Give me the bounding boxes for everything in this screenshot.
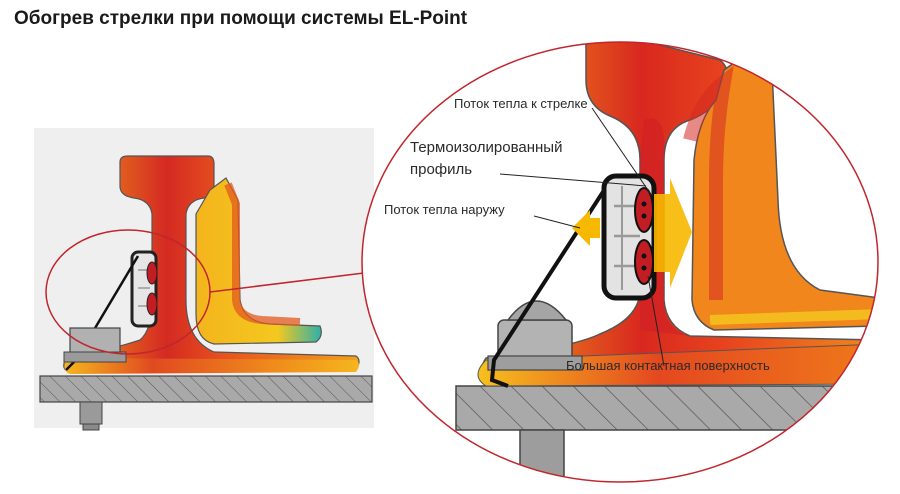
zoom-clamp-wire <box>489 176 614 388</box>
zoom-base-plate <box>455 385 878 431</box>
zoom-connector-line <box>209 271 373 293</box>
zoom-view <box>361 41 879 483</box>
small-base-plate <box>39 375 373 403</box>
label-insulated-profile-line1: Термоизолированный <box>410 139 562 156</box>
annotations: Поток тепла к стрелке Термоизолированный… <box>384 96 770 373</box>
small-stock-rail <box>63 155 360 373</box>
zoom-heating-cable-top <box>634 187 654 233</box>
zoom-bolt-stem <box>519 429 565 482</box>
leader-heat-out <box>533 215 581 229</box>
leader-contact-surface <box>647 275 665 367</box>
label-heat-out: Поток тепла наружу <box>384 202 505 217</box>
small-heating-cable-bottom <box>146 292 158 316</box>
heat-to-switch-arrow <box>654 178 692 288</box>
leader-heat-to-switch <box>591 107 653 197</box>
diagram-title: Обогрев стрелки при помощи системы EL-Po… <box>14 8 468 29</box>
zoom-heating-cable-bottom <box>634 239 654 285</box>
label-heat-to-switch: Поток тепла к стрелке <box>454 96 588 111</box>
small-bolt-stem <box>79 401 103 425</box>
small-heating-cable-top <box>146 261 158 285</box>
heat-out-arrow <box>572 210 600 246</box>
zoom-circle <box>361 41 879 483</box>
label-insulated-profile-line2: профиль <box>410 161 472 178</box>
small-view <box>34 128 374 431</box>
leader-insulated-profile <box>499 173 647 187</box>
label-contact-surface: Большая контактная поверхность <box>566 358 770 373</box>
